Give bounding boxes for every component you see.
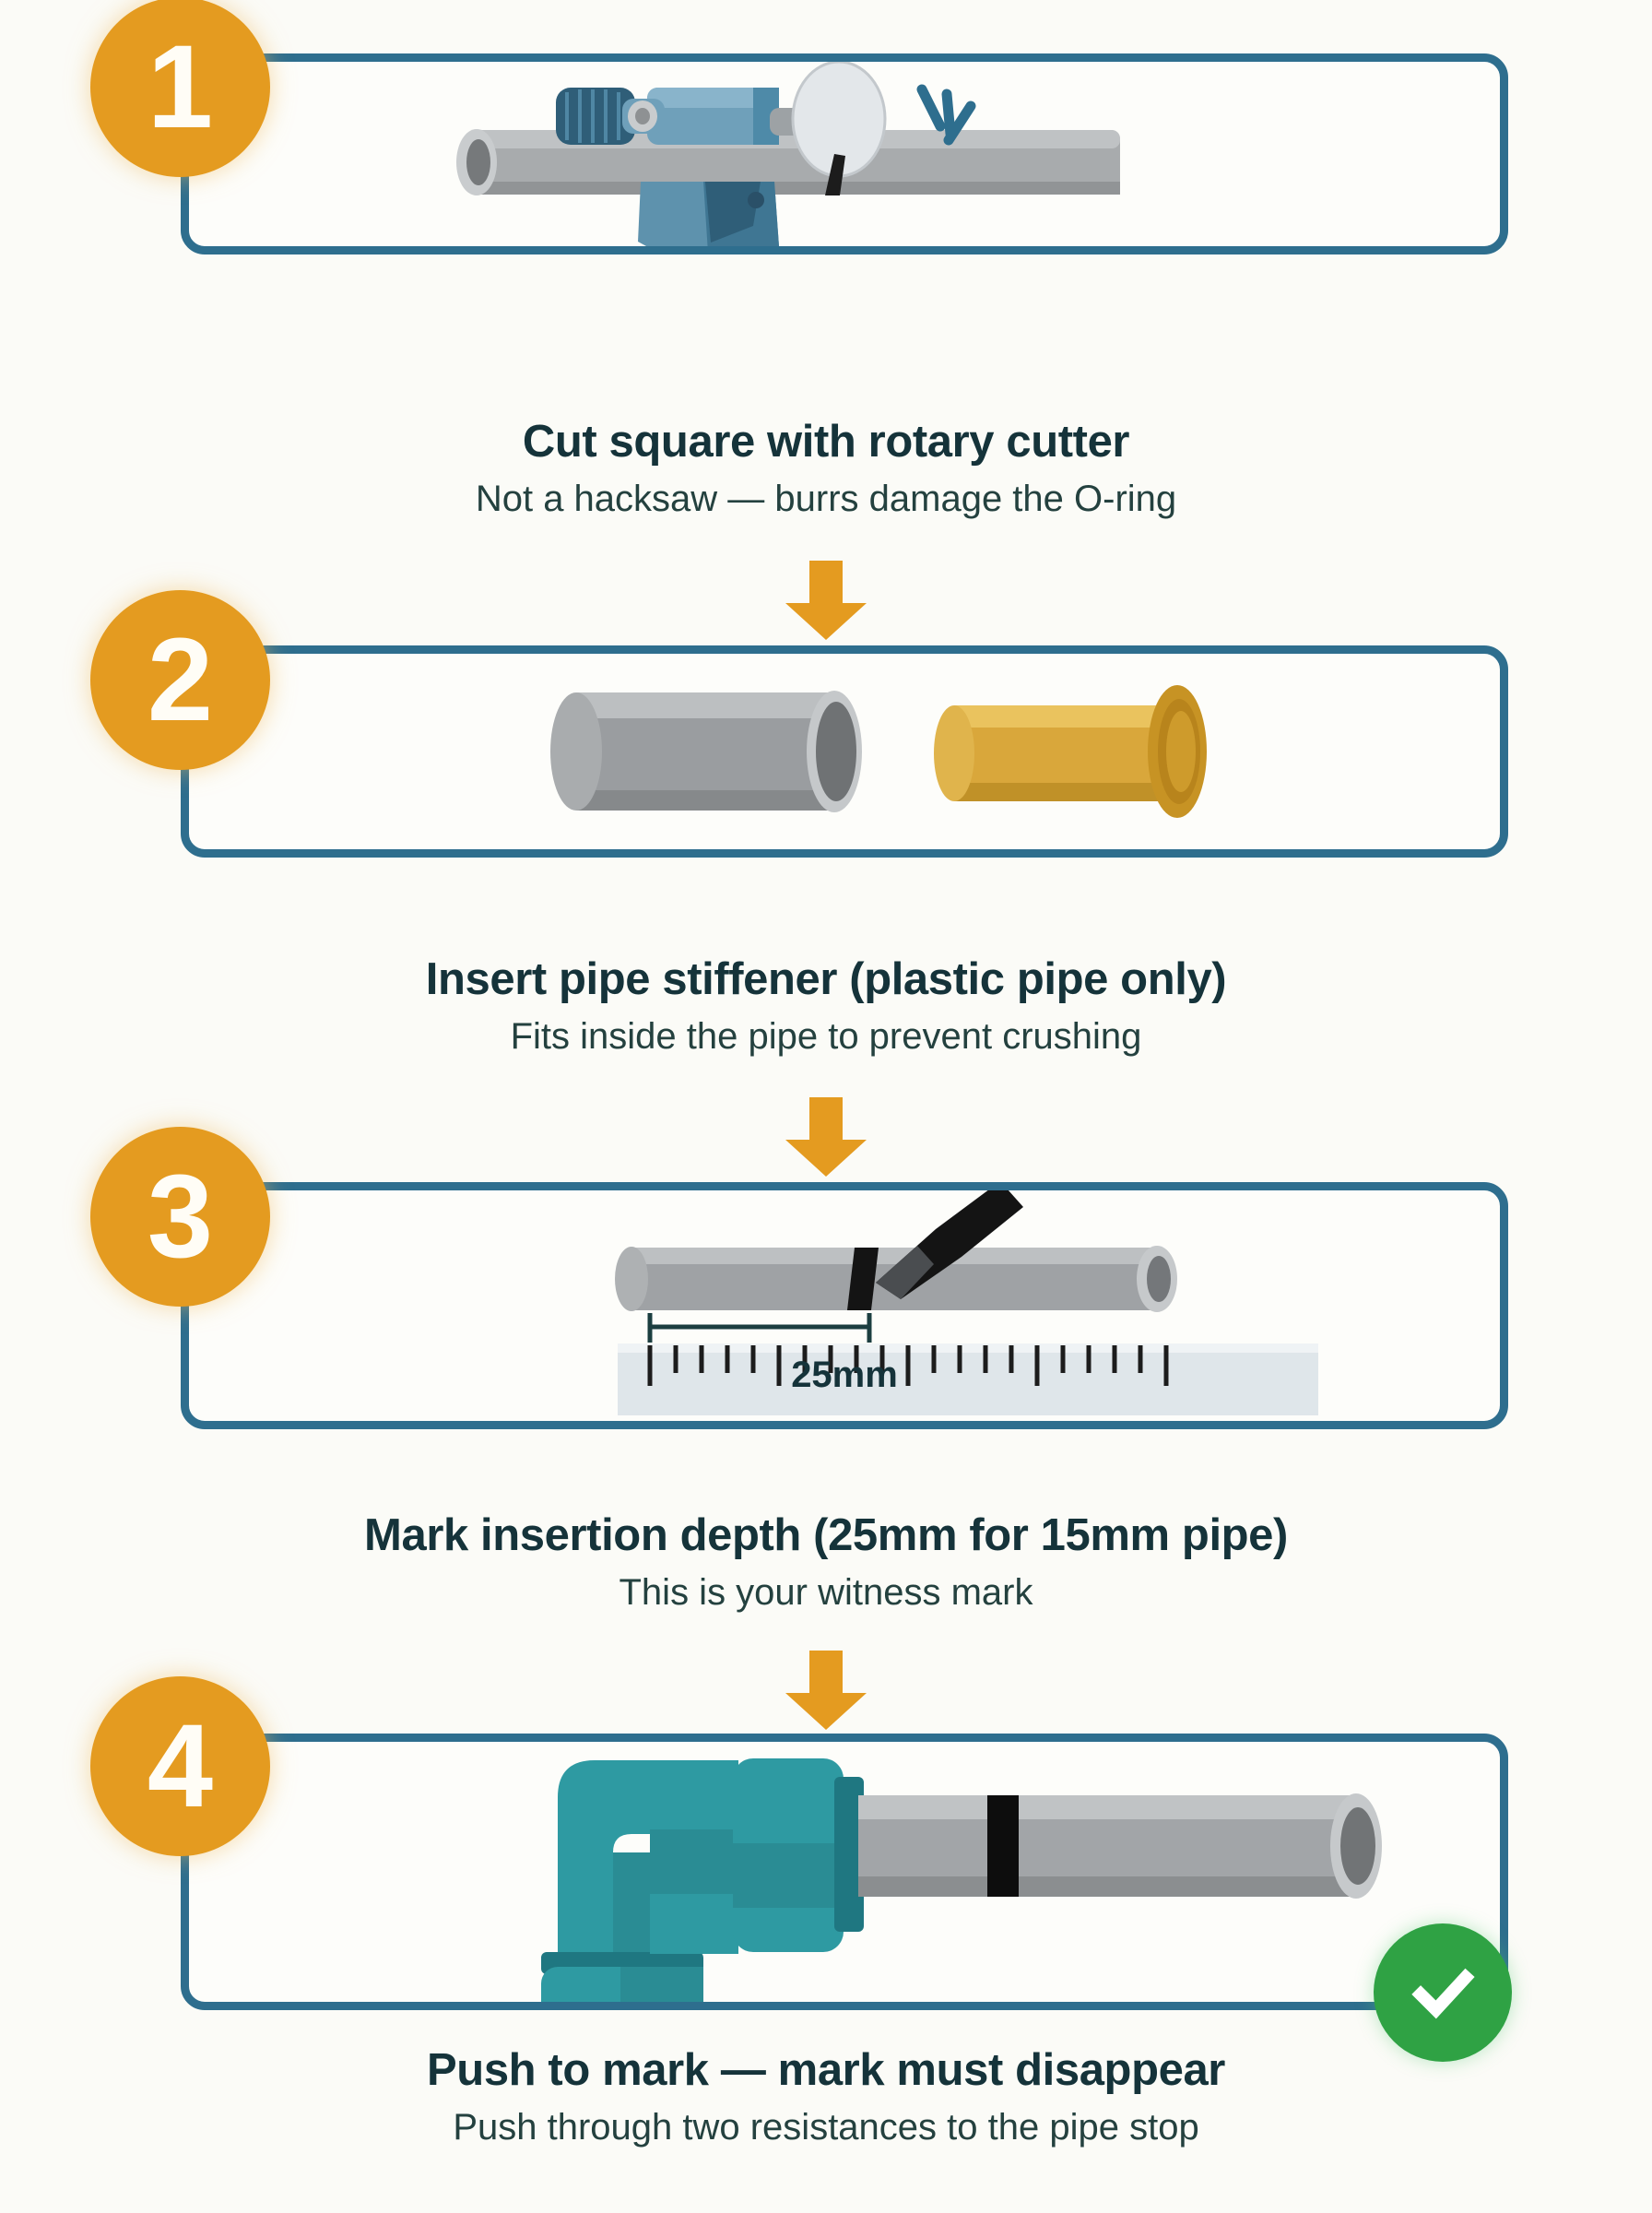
step-2-caption: Insert pipe stiffener (plastic pipe only… — [0, 954, 1652, 1059]
step-4-title: Push to mark — mark must disappear — [427, 2045, 1225, 2095]
step-4-illustration — [189, 1742, 1500, 2002]
step-4-panel — [181, 1734, 1508, 2010]
step-4-caption: Push to mark — mark must disappear Push … — [0, 2045, 1652, 2149]
step-2-number: 2 — [147, 613, 214, 746]
step-1-number: 1 — [147, 20, 214, 153]
step-4-subtitle: Push through two resistances to the pipe… — [453, 2106, 1199, 2148]
step-1-title: Cut square with rotary cutter — [522, 417, 1130, 467]
step-3-title: Mark insertion depth (25mm for 15mm pipe… — [364, 1510, 1288, 1560]
step-1-caption: Cut square with rotary cutter Not a hack… — [0, 417, 1652, 521]
step-1-number-badge: 1 — [90, 0, 270, 177]
step-1-subtitle: Not a hacksaw — burrs damage the O-ring — [475, 478, 1177, 519]
step-2-subtitle: Fits inside the pipe to prevent crushing — [510, 1015, 1142, 1057]
step-4-number-badge: 4 — [90, 1676, 270, 1856]
connector-arrow-3-to-4 — [782, 1651, 870, 1730]
measurement-label: 25mm — [791, 1355, 898, 1395]
step-3-number-badge: 3 — [90, 1127, 270, 1307]
connector-arrow-2-to-3 — [782, 1097, 870, 1177]
success-check-badge — [1374, 1923, 1512, 2062]
step-2-panel — [181, 645, 1508, 858]
connector-arrow-1-to-2 — [782, 561, 870, 640]
step-1-illustration — [189, 62, 1500, 246]
step-3-panel: 25mm — [181, 1182, 1508, 1429]
step-1-panel — [181, 53, 1508, 254]
step-3-illustration — [189, 1190, 1500, 1421]
step-4-number: 4 — [147, 1699, 214, 1832]
step-2-illustration — [189, 654, 1500, 849]
step-2-title: Insert pipe stiffener (plastic pipe only… — [425, 954, 1227, 1004]
check-icon — [1411, 1968, 1475, 2019]
step-3-number: 3 — [147, 1150, 214, 1283]
step-2-number-badge: 2 — [90, 590, 270, 770]
step-3-caption: Mark insertion depth (25mm for 15mm pipe… — [0, 1510, 1652, 1615]
step-3-subtitle: This is your witness mark — [619, 1571, 1033, 1613]
